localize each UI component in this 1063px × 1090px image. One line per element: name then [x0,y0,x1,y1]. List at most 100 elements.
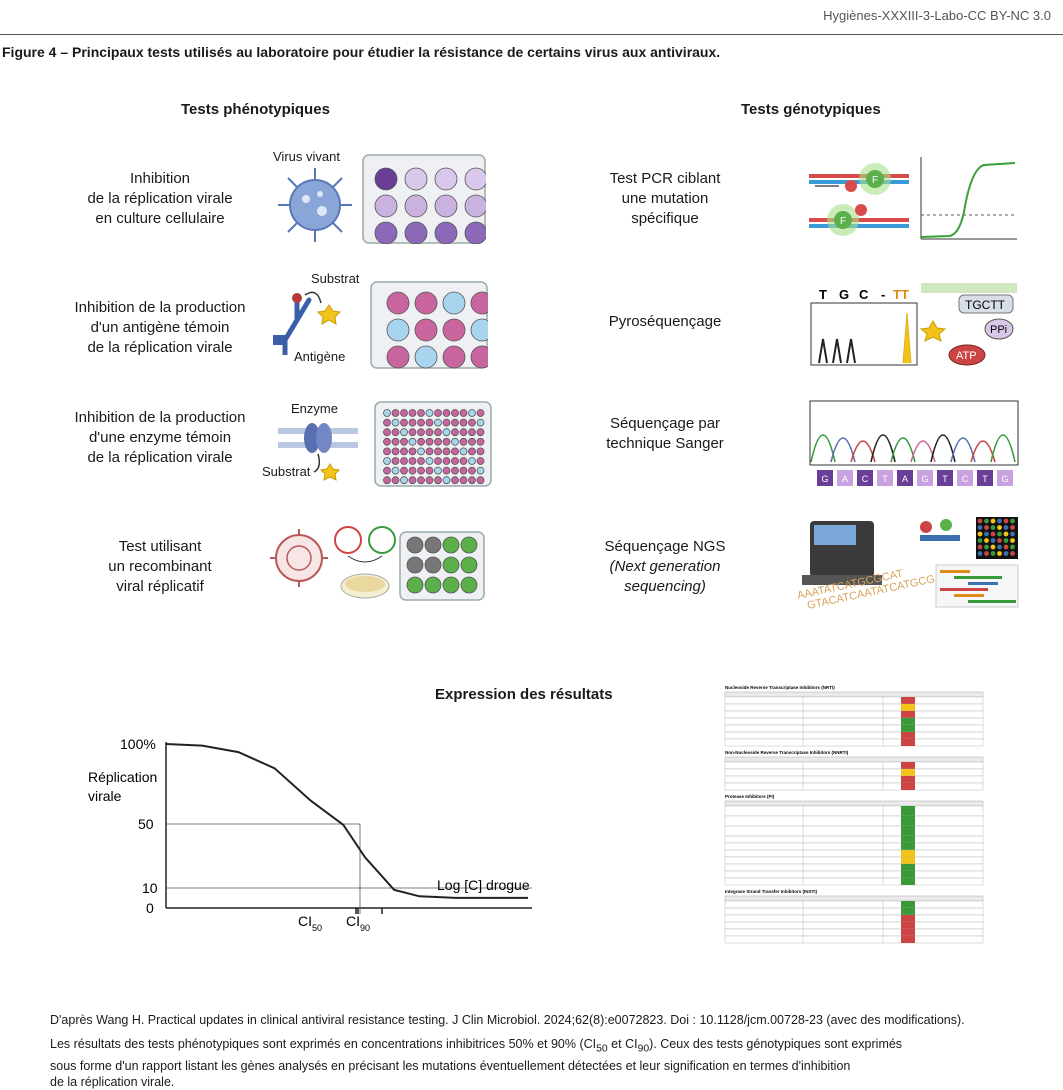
plate-well [468,457,476,465]
plate-well [442,409,451,417]
base-box [997,470,1013,486]
flowcell-dot [990,538,996,543]
report-row [724,775,984,784]
pyrosequencing-illustration: T G C - TT TGCTT PPi ATP [810,283,1017,366]
flowcell-dot [1003,525,1009,530]
plate-well [404,221,428,244]
plate-well [451,428,459,437]
label-line: de la réplication virale [87,339,233,356]
ytick-100: 100% [120,736,156,752]
plate-well [476,428,485,437]
plate-well [417,476,425,485]
plate-well [408,476,417,485]
plate-well [425,409,434,417]
plate-well [460,556,478,574]
pheno-label-4: Test utilisant un recombinant viral répl… [60,537,260,597]
plate-well [459,457,468,465]
flowcell-dot [984,544,989,550]
geno-label-3: Séquençage par technique Sanger [575,414,755,454]
base-box [837,470,853,486]
flowcell-dot [1010,551,1015,556]
label-line: de la réplication virale [87,190,233,207]
plate-well [451,476,459,485]
plate-well [400,476,408,485]
base-letter: G [1001,474,1008,484]
plate-well [425,466,434,475]
base-letter: G [921,474,928,484]
plate-well [406,536,424,554]
plate-well [404,167,428,191]
probe-f-1: F [872,175,878,186]
plate-well [434,194,458,218]
report-color-cell [901,697,915,704]
geno-label-1: Test PCR ciblant une mutation spécifique [575,169,755,229]
flowcell-dot [997,551,1002,556]
plate-well [417,447,425,456]
flowcell-dot [990,531,996,537]
flowcell-dot [1010,531,1015,537]
flowcell-dot [984,518,989,524]
label-line: spécifique [631,210,699,227]
plate-well [470,318,488,342]
plate-well [470,291,488,315]
report-color-cell [901,769,915,776]
report-header-row [724,895,984,902]
base-letter: T [982,474,988,484]
plate-well [400,447,408,456]
plate-well [434,437,442,446]
report-color-cell [901,806,915,816]
label-line: d'un antigène témoin [90,319,230,336]
report-color-cell [901,704,915,711]
read-alignment-bar [968,600,1016,603]
report-row [724,928,984,937]
label-line: de la réplication virale [87,449,233,466]
read-alignment-bar [940,588,988,591]
report-header-row [724,756,984,763]
pyro-letter: - [881,287,885,302]
plate-well [459,476,468,485]
flowcell-dot [997,538,1002,543]
plate-well [425,437,434,446]
xmark-ci90: CI90 [346,913,370,933]
report-row [724,768,984,777]
plate-well [459,409,468,417]
virus-illustration [278,168,352,242]
report-row [724,877,984,886]
plate-well [442,447,451,456]
plate-well [417,466,425,475]
plate-well [391,418,400,427]
plate-well [476,466,485,475]
flowcell-dot [984,551,989,556]
flowcell-dot [990,525,996,530]
plate-well [468,418,476,427]
plate-well [425,447,434,456]
footer-note: Les résultats des tests phénotypiques so… [50,1036,1040,1090]
base-box [897,470,913,486]
ylabel-line: virale [88,788,122,804]
report-row [724,731,984,740]
plate-well [476,476,485,485]
probe-f-2: F [840,216,846,227]
plate-well [464,167,486,191]
flowcell-dot [1003,544,1009,550]
plate-well [476,409,485,417]
report-color-cell [901,857,915,864]
plate-well [434,409,442,417]
plate-well [400,437,408,446]
report-row [724,935,984,944]
report-row [724,782,984,791]
plate-well [391,447,400,456]
label-line: Séquençage NGS [604,538,726,555]
flowcell-dot [977,525,983,530]
plate-well [374,221,398,244]
report-color-cell [901,836,915,843]
pheno-heading: Tests phénotypiques [181,101,330,118]
pheno-label-1: Inhibition de la réplication virale en c… [60,169,260,229]
plate-well [459,418,468,427]
report-row [724,849,984,858]
plate-well [383,466,391,475]
plate-well [434,447,442,456]
flowcell-dot [1010,538,1015,543]
pyro-ppi: PPi [990,324,1007,336]
tag-substrat: Substrat [311,271,360,286]
